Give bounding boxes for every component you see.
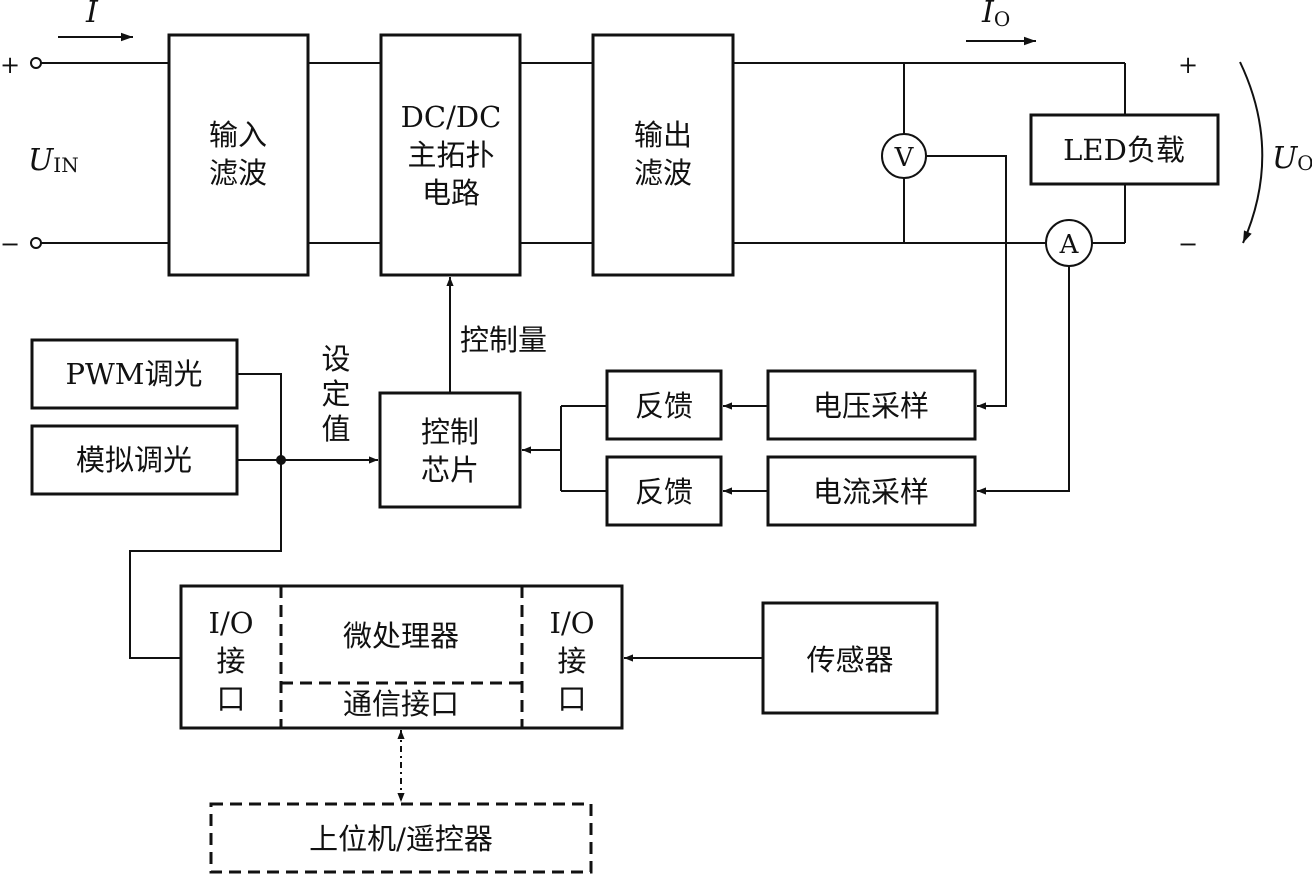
feedback-box-1	[605, 369, 723, 441]
microcontroller-block: I/O 接 口 微处理器 通信接口 I/O 接 口	[179, 584, 624, 730]
voltage-sampling-box	[766, 369, 977, 441]
io-left-label-line3: 口	[216, 682, 245, 716]
pwm-dimming-label: PWM调光	[65, 357, 202, 391]
feedback-label-2: 反馈	[635, 475, 693, 509]
voltage-sampling-block: 电压采样	[766, 369, 977, 441]
control-quantity-link: 控制量	[446, 277, 547, 393]
current-sampling-block: 电流采样	[766, 455, 977, 527]
feedback-wiring	[522, 405, 607, 492]
junction-dot	[276, 455, 286, 465]
ammeter-label: A	[1059, 230, 1080, 260]
plus-in-label: +	[0, 51, 20, 79]
io-left-label-line1: I/O	[208, 606, 253, 640]
output-filter-box	[591, 33, 735, 277]
dcdc-topology-block: DC/DC 主拓扑 电路	[379, 33, 522, 277]
pwm-dimming-block: PWM调光	[30, 338, 239, 410]
control-chip-label-line2: 芯片	[421, 453, 479, 487]
output-filter-label-line1: 输出	[634, 118, 692, 152]
input-current-label: I	[85, 0, 99, 30]
led-load-label: LED负载	[1063, 133, 1185, 167]
host-remote-label: 上位机/遥控器	[309, 822, 493, 856]
input-voltage-label: UIN	[28, 143, 79, 178]
current-sampling-label: 电流采样	[813, 475, 929, 509]
input-terminals: + −	[0, 51, 169, 258]
voltmeter: V	[881, 133, 927, 179]
output-filter-label-line2: 滤波	[634, 156, 692, 190]
control-quantity-label: 控制量	[460, 323, 547, 357]
microprocessor-label: 微处理器	[343, 619, 459, 653]
plus-out-label: +	[1178, 51, 1198, 79]
dcdc-topology-box	[379, 33, 522, 277]
io-right-label-line1: I/O	[549, 606, 594, 640]
analog-dimming-label: 模拟调光	[76, 443, 192, 477]
input-current-indicator: I	[58, 0, 133, 42]
led-load-box	[1029, 113, 1220, 186]
feedback-label-1: 反馈	[635, 389, 693, 423]
io-right-label-line3: 口	[557, 682, 586, 716]
output-wiring	[733, 62, 1126, 244]
input-filter-label-line2: 滤波	[209, 156, 267, 190]
setpoint-label-line3: 值	[321, 412, 350, 446]
dcdc-label-line2: 主拓扑	[407, 138, 494, 172]
analog-dimming-block: 模拟调光	[30, 424, 239, 496]
output-current-indicator: IO	[966, 0, 1036, 46]
current-sampling-box	[766, 455, 977, 527]
terminal-minus-in	[30, 237, 42, 249]
io-right-label-line2: 接	[557, 644, 586, 678]
input-filter-block: 输入 滤波	[167, 33, 310, 277]
input-filter-label-line1: 输入	[209, 118, 267, 152]
terminal-plus-in	[30, 57, 42, 69]
io-left-label-line2: 接	[216, 644, 245, 678]
output-filter-block: 输出 滤波	[591, 33, 735, 277]
output-voltage-indicator: + − UO	[1178, 51, 1312, 258]
feedback-box-2	[605, 455, 723, 527]
ammeter: A	[1045, 219, 1093, 267]
setpoint-label-line2: 定	[321, 377, 350, 411]
control-chip-label-line1: 控制	[421, 415, 479, 449]
setpoint-label-line1: 设	[321, 342, 350, 376]
comm-interface-label: 通信接口	[343, 687, 459, 721]
dcdc-label-line3: 电路	[422, 176, 480, 210]
output-voltage-arrow	[1239, 61, 1264, 244]
control-chip-box	[378, 391, 522, 509]
voltmeter-label: V	[894, 143, 915, 173]
dcdc-label-line1: DC/DC	[401, 100, 502, 134]
microcontroller-box	[179, 584, 624, 730]
feedback-block-1: 反馈	[605, 369, 723, 441]
wire-setpoint-bus	[129, 373, 282, 659]
led-load-block: LED负载	[1029, 113, 1220, 186]
setpoint-wiring: 设 定 值	[129, 342, 378, 659]
sampling-wiring	[926, 155, 1070, 495]
input-filter-box	[167, 33, 310, 277]
feedback-block-2: 反馈	[605, 455, 723, 527]
minus-in-label: −	[0, 230, 20, 258]
output-current-label: IO	[981, 0, 1010, 31]
output-voltage-label: UO	[1272, 141, 1312, 176]
wire-voltmeter-to-vsample	[926, 155, 1007, 410]
input-voltage-indicator: UIN	[28, 143, 79, 178]
host-remote-box	[209, 802, 593, 874]
control-chip-block: 控制 芯片	[378, 391, 522, 509]
sensor-block: 传感器	[761, 601, 939, 715]
voltage-sampling-label: 电压采样	[813, 389, 929, 423]
wire-ammeter-to-isample	[977, 266, 1070, 495]
sensor-label: 传感器	[806, 643, 893, 677]
host-remote-block: 上位机/遥控器	[209, 802, 593, 874]
minus-out-label: −	[1178, 230, 1198, 258]
